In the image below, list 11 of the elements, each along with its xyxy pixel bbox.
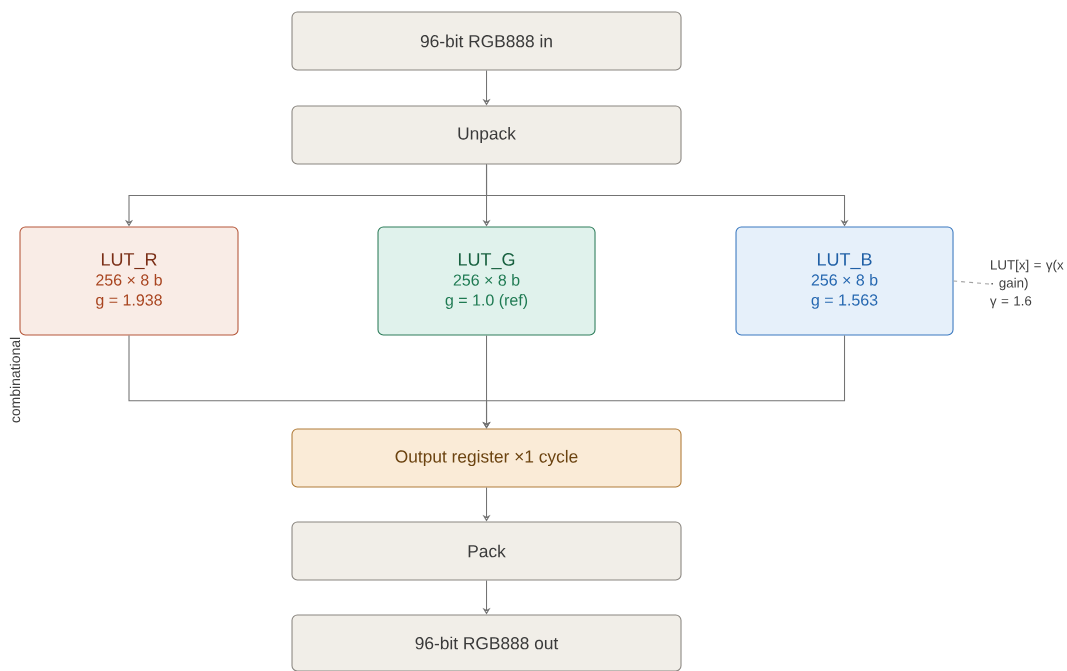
process-box: Pack [291,521,682,581]
process-box: 96-bit RGB888 out [291,614,682,671]
lookup-table-box: LUT_B 256 × 8 b g = 1.563 [735,226,954,336]
lookup-table-box: LUT_G 256 × 8 b g = 1.0 (ref) [377,226,596,336]
side-label: combinational [9,337,21,423]
note-text: LUT[x] = γ(x · gain) γ = 1.6 [990,259,1064,309]
register-box: Output register ×1 cycle [291,428,682,488]
leader-line [953,280,990,285]
process-box: 96-bit RGB888 in [291,11,682,71]
process-box: Unpack [291,105,682,165]
lookup-table-box: LUT_R 256 × 8 b g = 1.938 [19,226,239,336]
